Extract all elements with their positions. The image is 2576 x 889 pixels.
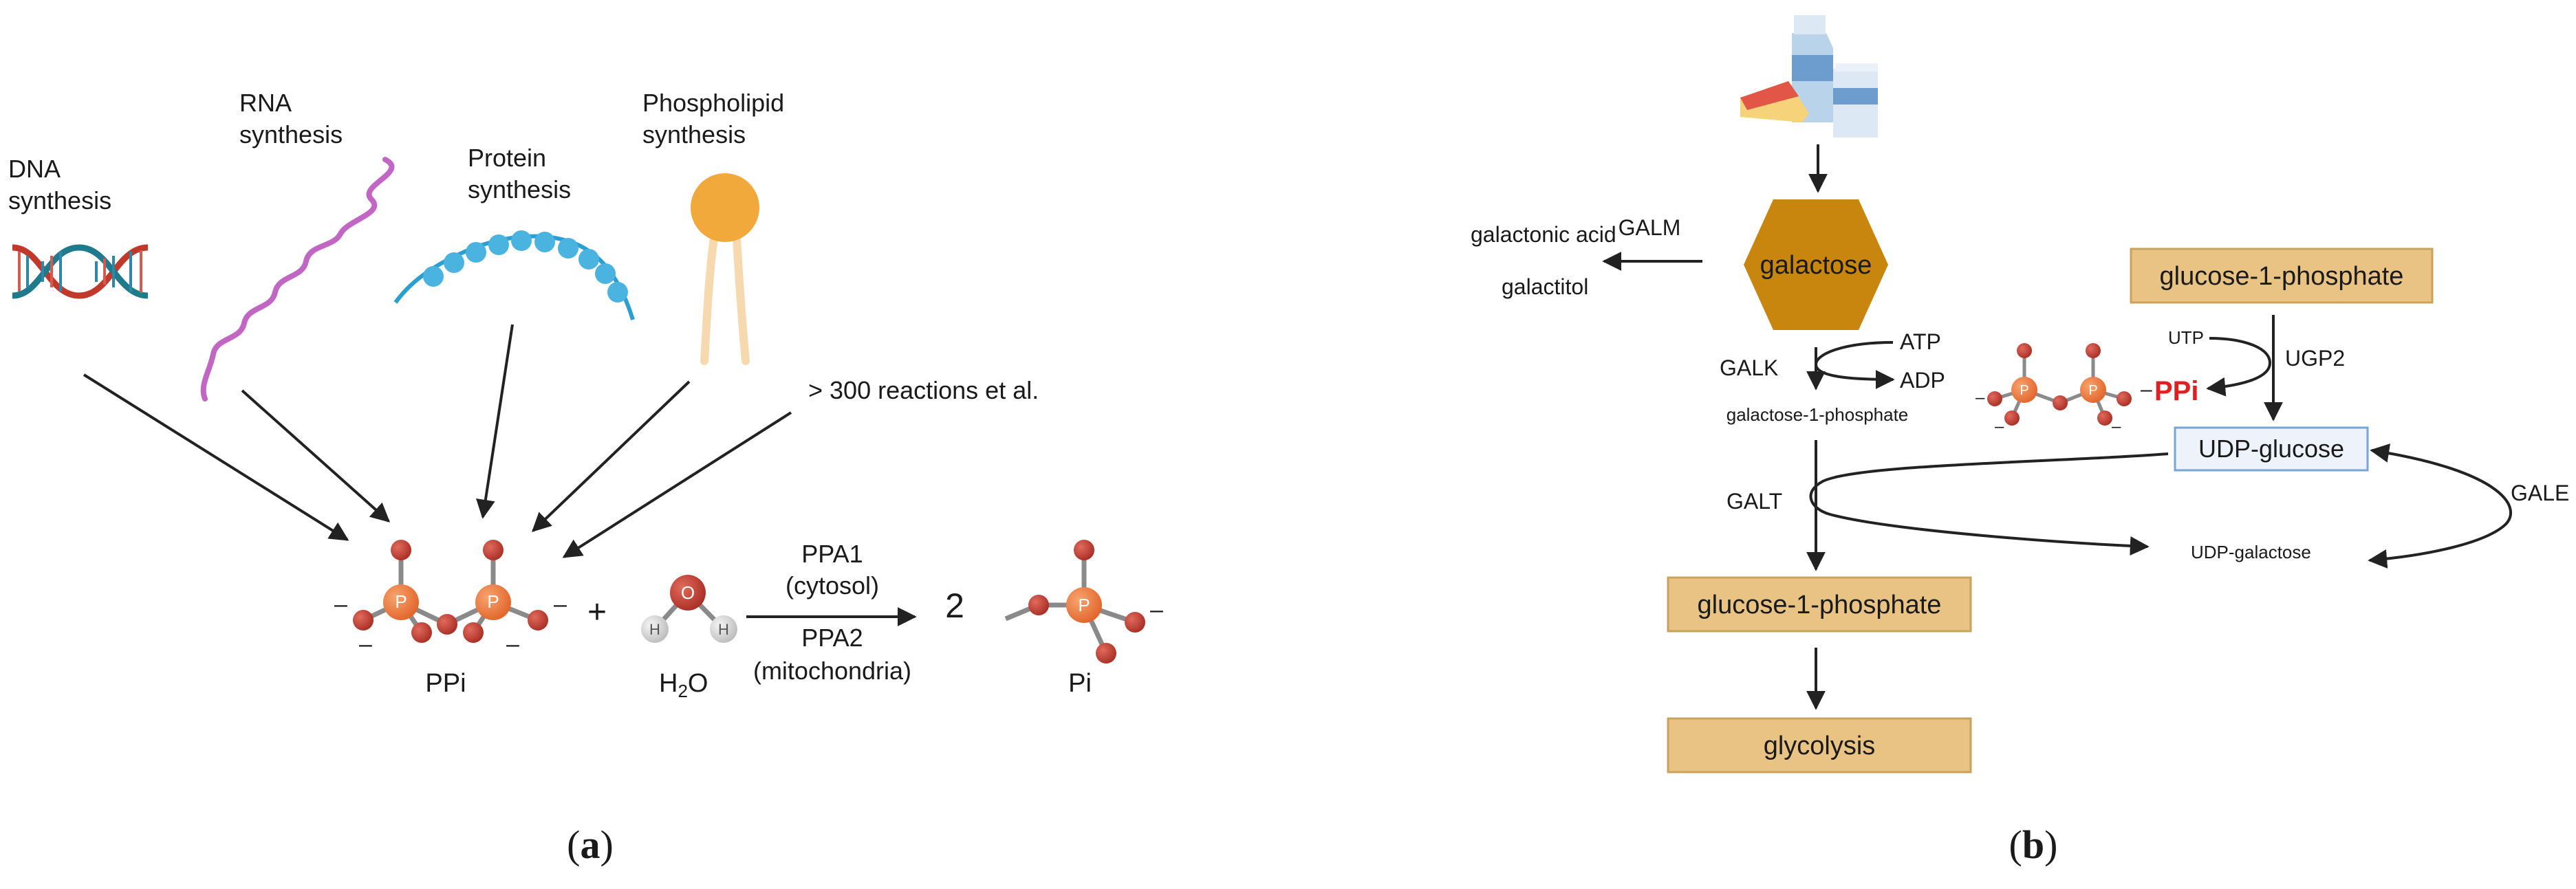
svg-text:–: – <box>359 631 372 657</box>
ppa2-location: (mitochondria) <box>753 657 911 685</box>
protein-synthesis-label: Protein synthesis <box>468 144 571 204</box>
ugp2-label: UGP2 <box>2285 346 2345 371</box>
plus-sign: + <box>587 594 607 630</box>
panel-a-caption: (a) <box>567 822 614 867</box>
svg-text:–: – <box>554 591 567 617</box>
glucose-1-phosphate-box-bottom <box>1667 576 1972 633</box>
phospholipid-synthesis-label: Phospholipid synthesis <box>642 89 791 149</box>
ppa2-label: PPA2 <box>801 624 863 652</box>
svg-text:–: – <box>2112 417 2121 436</box>
water-molecule: O H H H2O <box>641 575 737 701</box>
svg-text:–: – <box>506 631 519 657</box>
udp-glucose-to-galt-curve <box>1809 452 2169 556</box>
svg-text:P: P <box>2088 383 2097 398</box>
ppa1-label: PPA1 <box>801 540 863 568</box>
svg-text:–: – <box>334 591 347 617</box>
protein-arrow <box>475 324 514 519</box>
svg-text:P: P <box>1078 595 1090 615</box>
dairy-products-icon <box>1740 15 1878 138</box>
udp-galactose-label: UDP-galactose <box>2191 542 2311 562</box>
glucose-1-phosphate-box-top <box>2130 248 2434 304</box>
ppi-label: PPi <box>425 669 466 698</box>
udp-glucose-box <box>2174 426 2369 472</box>
glucose-1-phosphate-bottom-label: glucose-1-phosphate <box>1698 591 1942 619</box>
udp-glucose-label: UDP-glucose <box>2198 435 2344 463</box>
galactose-label: galactose <box>1760 251 1872 280</box>
pi-molecule: P – Pi <box>1004 540 1163 698</box>
stoichiometric-coefficient: 2 <box>945 586 964 625</box>
dna-helix-icon <box>12 244 149 299</box>
glycolysis-box <box>1667 717 1972 773</box>
ppi-highlight-label: PPi <box>2154 376 2198 406</box>
rna-strand-icon <box>200 157 395 402</box>
svg-text:P: P <box>395 591 407 612</box>
gale-label: GALE <box>2511 481 2569 505</box>
source-arrows <box>83 324 792 558</box>
panel-a: DNA synthesis RNA synthesis Protein synt… <box>8 89 1163 867</box>
dna-synthesis-label: DNA synthesis <box>8 155 111 215</box>
glucose-1-phosphate-top-label: glucose-1-phosphate <box>2160 262 2404 291</box>
protein-chain-icon <box>393 230 635 320</box>
svg-text:O: O <box>681 582 695 603</box>
galactose-node <box>1744 199 1888 330</box>
atp-adp-arrow <box>1814 341 1895 389</box>
galactitol-label: galactitol <box>1502 274 1588 299</box>
pi-label: Pi <box>1068 669 1092 698</box>
svg-text:P: P <box>487 591 499 612</box>
atp-label: ATP <box>1900 329 1941 354</box>
ppi-molecule: P P – – – – PPi <box>334 540 567 698</box>
galm-label: GALM <box>1619 215 1681 240</box>
glycolysis-label: glycolysis <box>1764 732 1876 760</box>
svg-text:–: – <box>1150 597 1163 623</box>
panel-b-caption: (b) <box>2009 822 2058 867</box>
phospholipid-arrow <box>531 380 691 532</box>
galt-label: GALT <box>1727 489 1782 514</box>
galk-label: GALK <box>1720 355 1778 380</box>
svg-text:–: – <box>1995 417 2004 436</box>
utp-ppi-arrow <box>2206 337 2272 397</box>
dna-arrow <box>83 373 349 541</box>
phospholipid-icon <box>691 173 759 365</box>
other-reactions-arrow <box>562 411 792 558</box>
svg-text:H: H <box>718 621 729 638</box>
gale-arrow <box>2368 443 2512 569</box>
utp-label: UTP <box>2168 327 2204 348</box>
rna-synthesis-label: RNA synthesis <box>239 89 343 149</box>
water-label: H2O <box>659 669 708 701</box>
other-reactions-label: > 300 reactions et al. <box>808 376 1039 404</box>
ppa1-location: (cytosol) <box>786 571 879 600</box>
svg-text:–: – <box>1976 388 1985 407</box>
galactonic-acid-label: galactonic acid <box>1471 222 1616 247</box>
svg-text:H: H <box>649 621 660 638</box>
adp-label: ADP <box>1900 368 1945 393</box>
ppi-molecule-small: P P – – – <box>1976 343 2132 436</box>
rna-arrow <box>241 389 391 523</box>
svg-text:P: P <box>2020 383 2028 398</box>
panel-b: galactose GALM galactonic acid galactito… <box>1471 15 2569 867</box>
svg-text:–: – <box>2141 378 2152 401</box>
galactose-1-phosphate-label: galactose-1-phosphate <box>1727 404 1909 425</box>
